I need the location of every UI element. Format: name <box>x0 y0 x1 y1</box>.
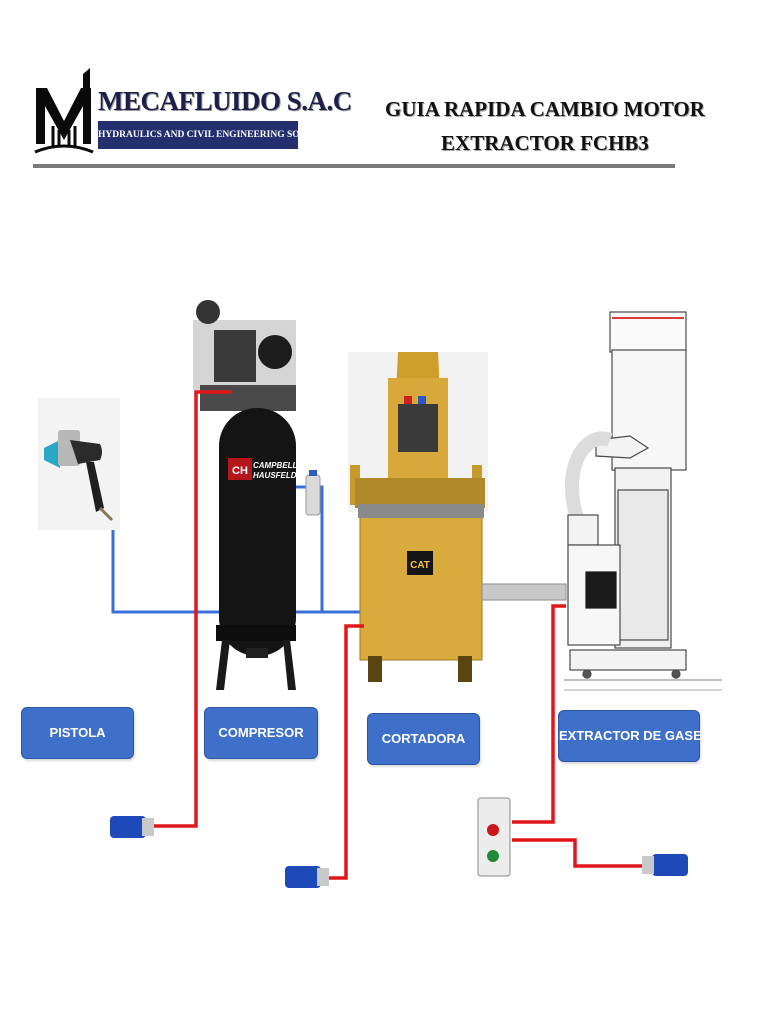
label-pistola: PISTOLA <box>21 707 134 759</box>
label-compresor: COMPRESOR <box>204 707 318 759</box>
label-extractor-de-gases: EXTRACTOR DE GASES <box>558 710 700 762</box>
compressor-brand-logo: CH <box>232 465 248 477</box>
cutting-machine: CAT <box>348 352 488 682</box>
power-plug-extractor <box>642 854 688 876</box>
compressor-brand-line-1: CAMPBELL <box>253 461 298 470</box>
label-cortadora: CORTADORA <box>367 713 480 765</box>
cutter-brand-logo: CAT <box>410 560 430 571</box>
air-compressor: CH CAMPBELL HAUSFELD <box>193 300 320 690</box>
exhaust-duct <box>482 584 566 600</box>
start-stop-switch <box>478 798 510 876</box>
fume-extractor <box>564 312 722 690</box>
power-plug-cortadora <box>285 866 329 888</box>
compressor-brand-line-2: HAUSFELD <box>253 471 297 480</box>
power-plug-compresor <box>110 816 154 838</box>
air-gun <box>38 398 120 530</box>
